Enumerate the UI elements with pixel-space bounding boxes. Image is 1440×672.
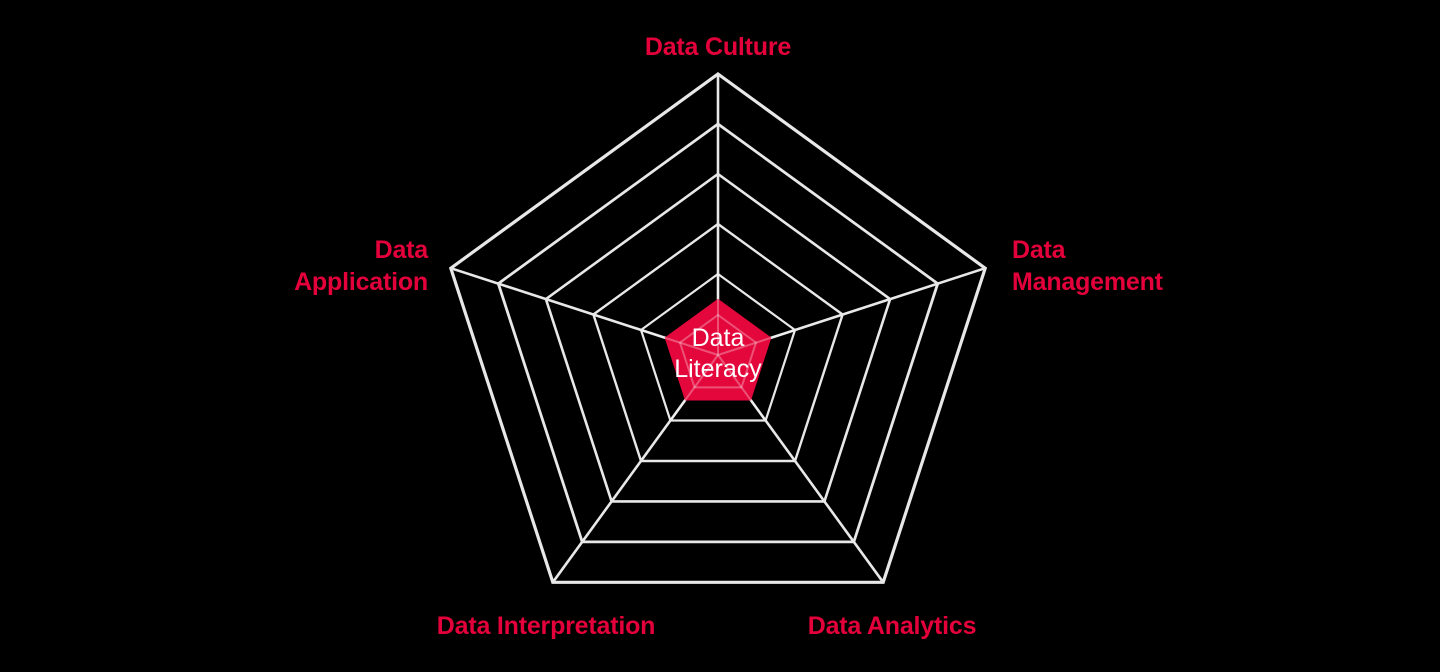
radar-ring-3 xyxy=(544,172,892,503)
inner-spoke-3 xyxy=(717,354,767,422)
axis-label-data-management[interactable]: Data Management xyxy=(1012,236,1163,296)
inner-spoke-4 xyxy=(669,354,719,422)
radar-ring-half xyxy=(678,313,758,389)
radar-ring-5 xyxy=(448,72,988,584)
radar-inner-web xyxy=(640,274,796,422)
center-label-data-literacy: Data Literacy xyxy=(674,324,762,383)
inner-spoke-5 xyxy=(640,329,719,356)
radar-ring-1 xyxy=(639,272,797,422)
axis-label-data-application[interactable]: Data Application xyxy=(294,236,428,296)
radar-grid-rings xyxy=(448,72,988,584)
axis-label-data-analytics[interactable]: Data Analytics xyxy=(807,612,977,640)
radar-series-data-literacy xyxy=(664,298,772,401)
axis-label-data-interpretation[interactable]: Data Interpretation xyxy=(436,612,656,640)
radar-ring-4 xyxy=(496,122,940,544)
axis-label-data-culture[interactable]: Data Culture xyxy=(644,33,792,61)
inner-spoke-2 xyxy=(717,329,796,356)
radar-ring-2 xyxy=(591,222,845,463)
